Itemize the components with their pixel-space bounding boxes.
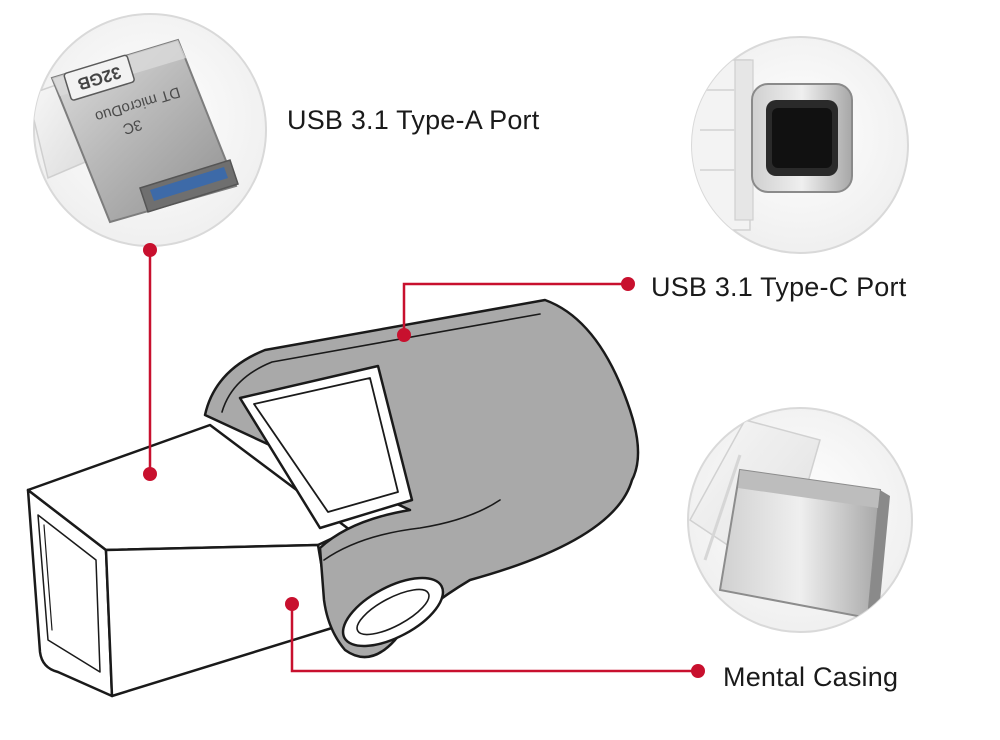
dot-type-a-top xyxy=(143,243,157,257)
label-type-c-port: USB 3.1 Type-C Port xyxy=(651,272,907,302)
label-type-a-port: USB 3.1 Type-A Port xyxy=(287,105,540,135)
dot-type-c-label xyxy=(621,277,635,291)
detail-circle-type-a: 32GB DT microDuo 3C xyxy=(33,13,267,247)
type-a-front-face xyxy=(26,488,114,698)
type-c-port-opening xyxy=(341,576,445,648)
engraving-suffix: 3C xyxy=(121,116,144,138)
type-a-side-face xyxy=(104,543,334,698)
detail-circle-casing xyxy=(687,407,913,633)
dot-casing-label xyxy=(691,664,705,678)
leader-type-c xyxy=(402,282,628,335)
dot-type-a-body xyxy=(143,467,157,481)
label-metal-casing: Mental Casing xyxy=(723,662,899,692)
dot-casing-body xyxy=(285,597,299,611)
callout-dots xyxy=(143,243,705,678)
detail-circle-type-c xyxy=(691,36,909,254)
dot-type-c-body xyxy=(397,328,411,342)
leader-casing xyxy=(290,604,698,673)
callout-lines xyxy=(148,248,698,673)
usb-drive-illustration xyxy=(26,298,640,698)
